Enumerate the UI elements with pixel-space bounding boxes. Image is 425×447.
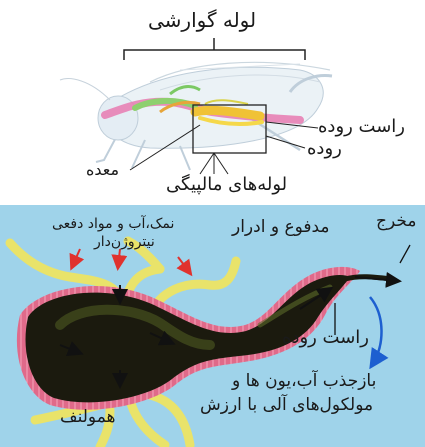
- tubule-pointer-3: [214, 153, 228, 174]
- rectum-zoom-label: راست روده: [282, 329, 369, 347]
- zoomed-gut-panel: نمک،آب و مواد دفعی نیتروژن‌دار مدفوع و ا…: [0, 205, 425, 447]
- reabsorption-label-line1: بازجذب آب،یون ها و: [232, 373, 376, 390]
- hemolymph-label: همولنف: [60, 409, 115, 426]
- intestine-pointer: [266, 136, 305, 148]
- reabsorption-arrow: [370, 297, 382, 365]
- malpighian-tubules-label: لوله‌های مالپیگی: [166, 176, 287, 194]
- nitrogenous-label: نیتروژن‌دار: [94, 235, 155, 249]
- salt-water-waste-label: نمک،آب و مواد دفعی: [52, 217, 174, 231]
- anus-label: مخرج: [376, 213, 416, 230]
- feces-urine-label: مدفوع و ادرار: [232, 219, 330, 236]
- grasshopper-panel: لوله گوارشی راست روده روده معده لوله‌های…: [0, 0, 425, 200]
- intestine-label: روده: [307, 140, 342, 158]
- tubule-pointer-1: [200, 153, 214, 174]
- digestive-tract-title: لوله گوارشی: [148, 10, 256, 30]
- rectum-label: راست روده: [318, 118, 405, 136]
- reabsorption-label-line2: مولکول‌های آلی با ارزش: [200, 397, 373, 414]
- title-bracket: [124, 50, 305, 60]
- stomach-label: معده: [86, 162, 119, 178]
